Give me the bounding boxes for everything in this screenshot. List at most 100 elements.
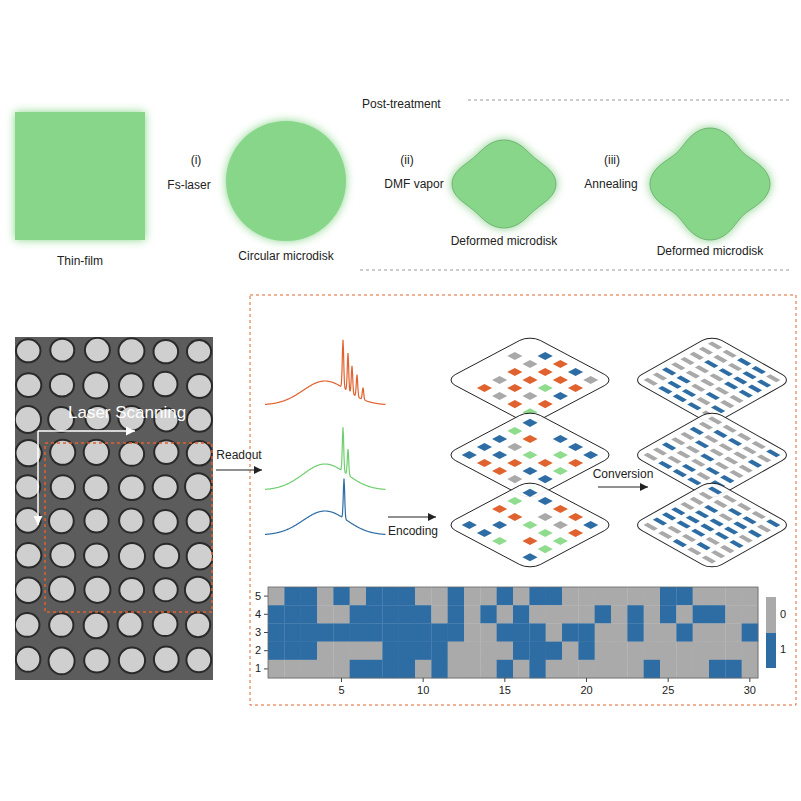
heatmap-cell — [709, 642, 726, 661]
bit-cell — [757, 454, 771, 462]
bit-cell — [729, 470, 743, 478]
microdisk-image — [49, 576, 75, 601]
step-label: (i) — [191, 153, 202, 167]
heatmap-cell — [399, 605, 416, 624]
heatmap-cell — [546, 642, 563, 661]
step-label: Annealing — [584, 177, 637, 191]
bit-cell — [686, 370, 700, 378]
bit-cell — [720, 475, 734, 483]
code-cell — [538, 384, 553, 392]
bit-cell — [690, 427, 704, 435]
heatmap-cell — [301, 605, 318, 624]
heatmap-cell — [268, 660, 285, 679]
node-outline — [650, 128, 770, 240]
code-cell — [538, 400, 553, 408]
heatmap-cell — [284, 623, 301, 642]
code-cell — [492, 435, 507, 443]
heatmap-cell — [611, 623, 628, 642]
heatmap-cell — [709, 623, 726, 642]
scan-arrow — [38, 430, 135, 432]
encoding-layer — [445, 335, 615, 425]
heatmap-cell — [268, 642, 285, 661]
bit-cell — [673, 539, 687, 547]
bit-cell — [757, 379, 771, 387]
heatmap-cell — [578, 605, 595, 624]
code-cell — [507, 475, 522, 483]
bit-cell — [742, 446, 756, 454]
panel-title: Laser Scanning — [68, 403, 186, 423]
heatmap-cell — [513, 605, 530, 624]
bit-cell — [724, 382, 738, 390]
code-cell — [568, 459, 583, 467]
bit-cell — [691, 384, 705, 392]
heatmap-cell — [431, 605, 448, 624]
axis-tick — [341, 678, 342, 682]
bit-cell — [708, 417, 722, 425]
axis-tick — [668, 678, 669, 682]
code-cell — [507, 352, 522, 360]
code-cell — [477, 443, 492, 451]
heatmap-cell — [415, 605, 432, 624]
heatmap-cell — [480, 605, 497, 624]
microdisk-image — [154, 578, 178, 601]
bit-cell — [709, 518, 723, 526]
deformed-microdisk: Deformed microdisk — [650, 128, 770, 240]
disk-shape — [226, 121, 346, 241]
microdisk-image — [49, 509, 74, 533]
axis-label: 20 — [580, 684, 592, 697]
bit-cell — [662, 442, 676, 450]
heatmap-cell — [660, 660, 677, 679]
spectrum-curve — [265, 478, 386, 534]
heatmap-cell — [595, 605, 612, 624]
bit-cell — [729, 540, 743, 548]
heatmap-cell — [562, 642, 579, 661]
scan-region — [45, 443, 212, 612]
bit-cell — [680, 432, 694, 440]
layer-plate — [445, 335, 615, 425]
heatmap-cell — [431, 660, 448, 679]
code-cell — [568, 368, 583, 376]
bit-cell — [742, 371, 756, 379]
microdisk-image — [119, 578, 144, 602]
bit-cell — [704, 360, 718, 368]
code-cell — [538, 352, 553, 360]
bit-cell — [748, 460, 762, 468]
axis-label: 2 — [255, 644, 261, 657]
code-cell — [522, 521, 537, 529]
microdisk-image — [119, 648, 145, 674]
code-cell — [553, 451, 568, 459]
heatmap-cell — [366, 587, 383, 606]
encoding-layer — [632, 335, 792, 425]
code-cell — [553, 505, 568, 513]
axis-tick — [423, 678, 424, 682]
node-outline — [15, 337, 213, 680]
heatmap-cell — [431, 587, 448, 606]
bit-cell — [722, 425, 736, 433]
heatmap-cell — [676, 605, 693, 624]
encoding-layer — [632, 480, 792, 570]
step-label: (iii) — [604, 153, 620, 167]
code-cell — [492, 467, 507, 475]
heatmap-cell — [725, 642, 742, 661]
heatmap-cell — [627, 642, 644, 661]
bit-cell — [667, 456, 681, 464]
heatmap-cell — [660, 587, 677, 606]
heatmap-cell — [317, 660, 334, 679]
heatmap-cell — [317, 605, 334, 624]
bit-cell — [700, 524, 714, 532]
axis-tick — [264, 632, 268, 633]
heatmap-cell — [742, 605, 759, 624]
microdisk-image — [85, 338, 110, 362]
heatmap-cell — [529, 605, 546, 624]
heatmap-cell — [595, 660, 612, 679]
node-outline — [452, 140, 556, 228]
bit-cell — [748, 385, 762, 393]
microdisk-image — [16, 373, 41, 397]
microdisk-image — [83, 373, 109, 399]
bit-cell — [671, 437, 685, 445]
shape-caption: Thin-film — [57, 254, 103, 268]
heatmap-cell — [676, 642, 693, 661]
bit-cell — [687, 477, 701, 485]
heatmap-cell — [611, 587, 628, 606]
bit-cell — [673, 469, 687, 477]
